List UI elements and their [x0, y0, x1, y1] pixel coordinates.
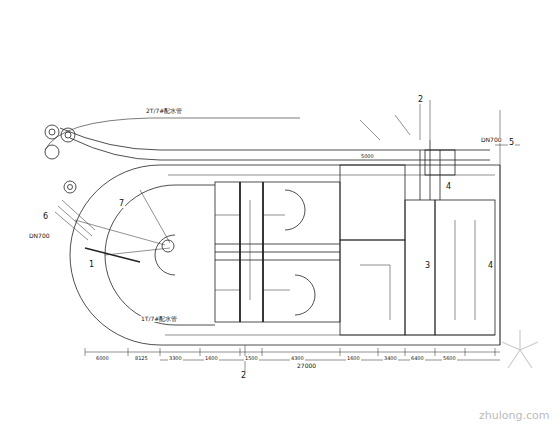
callout-number: 5	[508, 139, 515, 147]
callout-number: 4	[445, 183, 452, 191]
callout-number: 2	[240, 372, 247, 380]
callout-number: 1	[88, 261, 95, 269]
dimension-label: DN700	[28, 233, 51, 239]
dimension-label: 5000	[360, 154, 375, 159]
dimension-label: 2T/7#配水管	[145, 108, 183, 114]
callout-number: 2	[417, 96, 424, 104]
dimension-label: 6000	[95, 356, 110, 361]
dimension-label: 1T/7#配水管	[140, 316, 178, 322]
dimension-label: DN700	[480, 137, 503, 143]
callout-number: 6	[42, 213, 49, 221]
dimension-label: 1600	[346, 356, 361, 361]
watermark: zhulong.com	[478, 410, 550, 421]
dimension-label: 5600	[442, 356, 457, 361]
dimension-label: 1500	[244, 356, 259, 361]
callout-number: 7	[118, 200, 125, 208]
dimension-label: 3400	[383, 356, 398, 361]
dimension-label: 8125	[134, 356, 149, 361]
dimension-label: 1600	[204, 356, 219, 361]
callout-number: 4	[487, 262, 494, 270]
callout-number: 3	[424, 262, 431, 270]
dimension-label: 6400	[410, 356, 425, 361]
dimension-label: 4300	[290, 356, 305, 361]
dimension-label: 27000	[296, 363, 317, 369]
dimension-label: 3300	[168, 356, 183, 361]
